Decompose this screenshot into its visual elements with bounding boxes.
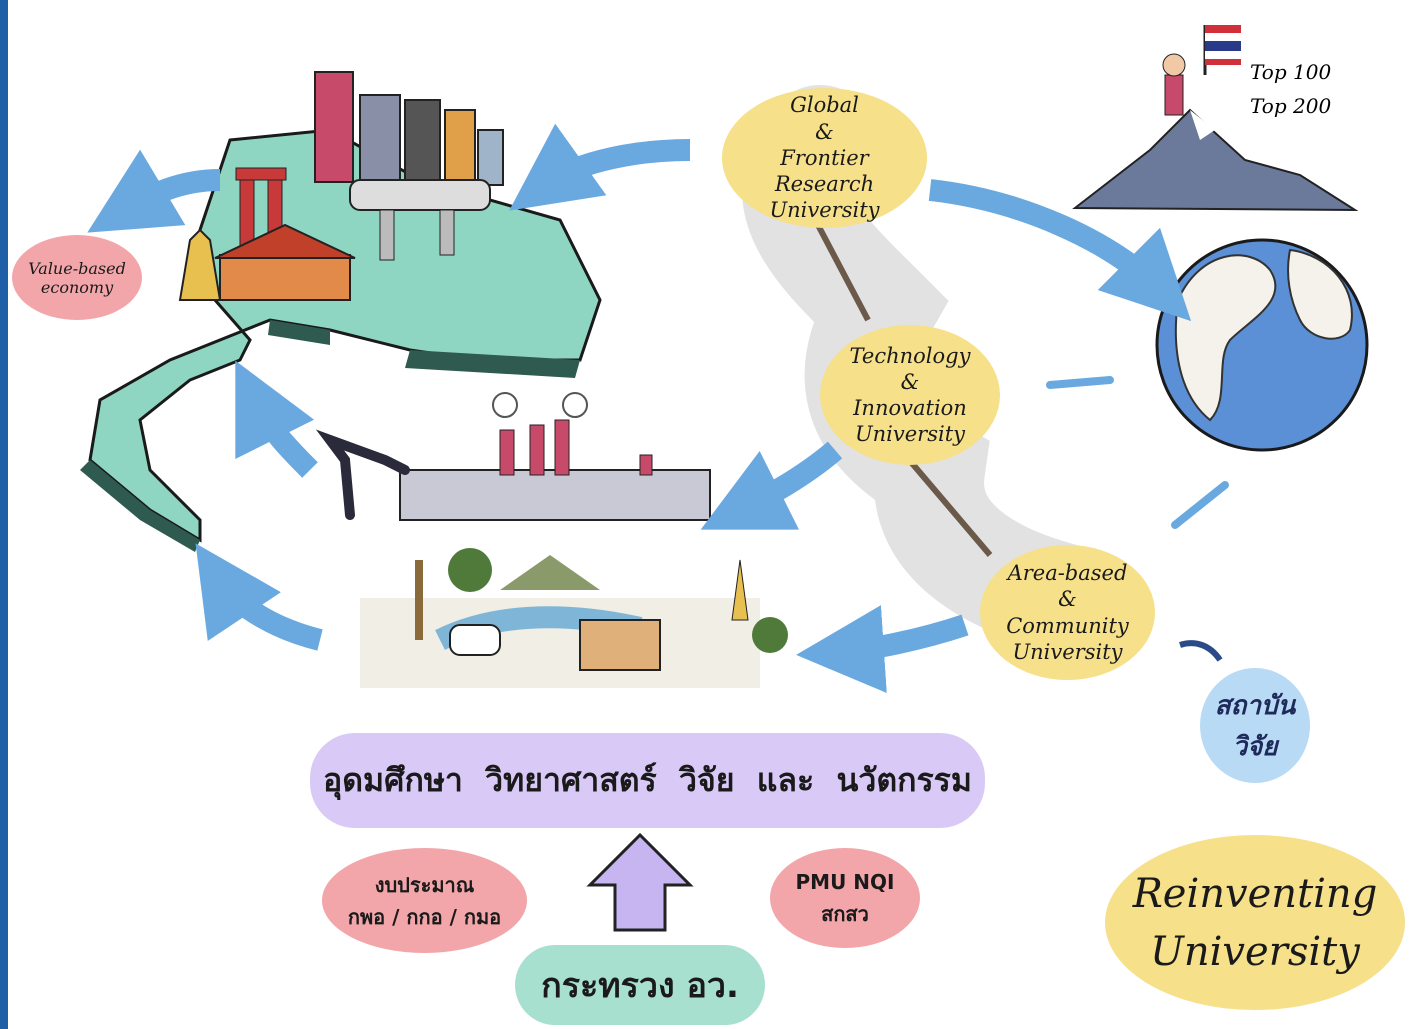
ministry-band-label: อุดมศึกษา วิทยาศาสตร์ วิจัย และ นวัตกรรม [323,761,972,799]
globe-icon [1155,238,1369,452]
village-scene [360,548,788,688]
small-curved-arrow [1179,640,1223,662]
mountain-flag-climber [1072,25,1359,212]
budget-agencies-bubble: งบประมาณ กพอ / กกอ / กมอ [322,848,527,953]
area-community-university: Area-based & Community University [980,545,1155,680]
budget-agencies-label: งบประมาณ กพอ / กกอ / กมอ [347,872,502,929]
top200-label: Top 200 [1250,94,1332,118]
reinventing-university-title: Reinventing University [1105,835,1405,1010]
top100-label: Top 100 [1250,60,1332,84]
global-frontier-university: Global & Frontier Research University [722,88,927,228]
global-university-label: Global & Frontier Research University [769,93,880,223]
ranking-labels: Top 100 Top 200 [1250,55,1360,123]
value-based-label: Value-based economy [28,258,126,297]
small-arrow-up [1171,481,1229,529]
technology-innovation-university: Technology & Innovation University [820,325,1000,465]
temple [178,223,356,301]
research-institute-label: สถาบัน วิจัย [1214,690,1296,762]
chain-link-icon [815,223,993,557]
ministry-mandate-band: อุดมศึกษา วิทยาศาสตร์ วิจัย และ นวัตกรรม [310,733,985,828]
area-university-label: Area-based & Community University [1006,561,1129,664]
small-arrow-right [1046,376,1114,389]
city-skyline [235,71,504,266]
thailand-map-illustration [80,128,602,552]
ministry-label: กระทรวง อว. [541,966,739,1006]
funding-agencies-label: PMU NQI สกสว [795,870,895,926]
funding-agencies-bubble: PMU NQI สกสว [770,848,920,948]
curved-arrow [87,123,1192,693]
technology-university-label: Technology & Innovation University [849,343,971,447]
value-based-economy-bubble: Value-based economy [12,235,142,320]
up-arrow-icon [586,832,694,932]
frame-edge [0,0,8,1029]
title-label: Reinventing University [1132,870,1378,975]
factory [399,392,711,521]
ministry-bubble: กระทรวง อว. [515,945,765,1025]
robot-arm [315,429,410,520]
research-institute-bubble: สถาบัน วิจัย [1200,668,1310,783]
